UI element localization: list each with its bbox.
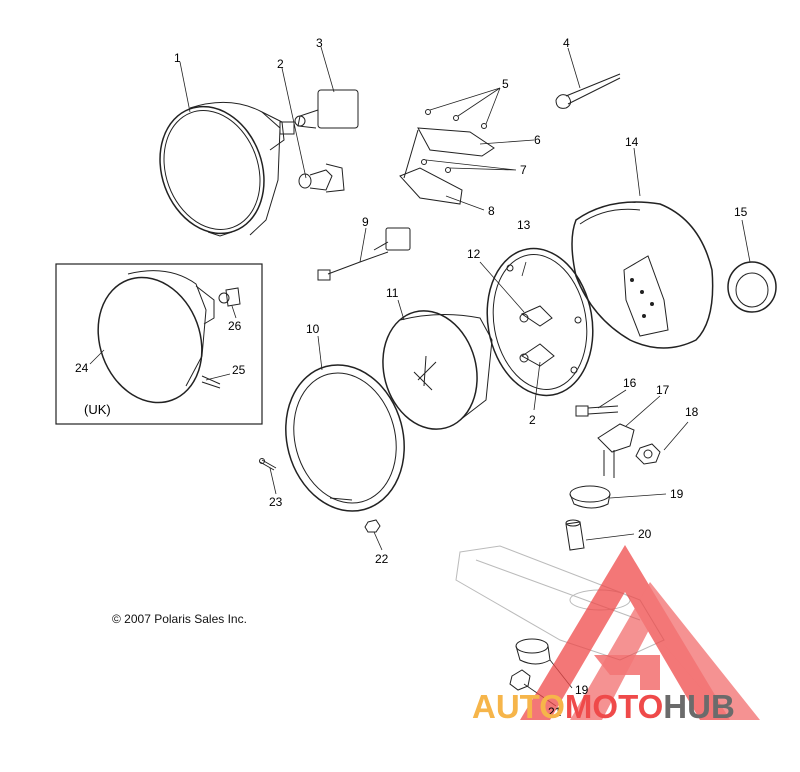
spring-clip-part-4 bbox=[555, 73, 621, 109]
nut-part-22 bbox=[364, 519, 381, 533]
callout-20: 20 bbox=[638, 527, 652, 541]
watermark-logo bbox=[520, 545, 760, 720]
callout-8: 8 bbox=[488, 204, 495, 218]
callout-24: 24 bbox=[75, 361, 89, 375]
callout-13: 13 bbox=[517, 218, 531, 232]
callout-1: 1 bbox=[174, 51, 181, 65]
bulbs-part-12 bbox=[519, 305, 555, 367]
callout-4: 4 bbox=[563, 36, 570, 50]
nut-part-21 bbox=[509, 669, 531, 691]
watermark-part-auto: AUTO bbox=[472, 688, 565, 725]
callout-9: 9 bbox=[362, 215, 369, 229]
switch-bracket-parts-5-8 bbox=[399, 109, 495, 205]
callout-23: 23 bbox=[269, 495, 283, 509]
leader-lines bbox=[89, 46, 751, 707]
bolt-part-16 bbox=[575, 405, 619, 417]
uk-inset-box bbox=[55, 263, 263, 425]
callout-18: 18 bbox=[685, 405, 699, 419]
callout-25: 25 bbox=[232, 363, 246, 377]
watermark-part-moto: MOTO bbox=[564, 688, 664, 725]
headlamp-housing-part-14 bbox=[571, 201, 714, 349]
watermark-wordmark: AUTOMOTOHUB bbox=[472, 688, 735, 726]
callout-2-lower: 2 bbox=[529, 413, 536, 427]
callout-19-lower: 19 bbox=[575, 683, 589, 697]
mounting-ring-part-13 bbox=[486, 247, 594, 397]
grommet-part-15 bbox=[727, 261, 777, 313]
callout-3: 3 bbox=[316, 36, 323, 50]
watermark-part-hub: HUB bbox=[663, 688, 735, 725]
uk-inset-label: (UK) bbox=[84, 402, 111, 417]
callout-11: 11 bbox=[386, 286, 399, 300]
callout-15: 15 bbox=[734, 205, 748, 219]
screw-part-23 bbox=[259, 458, 277, 471]
sealed-beam-part-11 bbox=[382, 310, 493, 430]
callout-26: 26 bbox=[228, 319, 242, 333]
callout-22: 22 bbox=[375, 552, 389, 566]
nut-part-18 bbox=[635, 443, 661, 465]
callout-numbers: 1 2 3 4 5 6 7 8 9 10 11 12 13 14 15 16 1… bbox=[75, 36, 748, 719]
callout-6: 6 bbox=[534, 133, 541, 147]
bulb-socket-part-3 bbox=[294, 89, 359, 129]
callout-5: 5 bbox=[502, 77, 509, 91]
callout-21: 21 bbox=[548, 705, 562, 719]
callout-17: 17 bbox=[656, 383, 670, 397]
callout-7: 7 bbox=[520, 163, 527, 177]
headlamp-assembly-part-1 bbox=[159, 101, 295, 237]
callout-14: 14 bbox=[625, 135, 639, 149]
callout-10: 10 bbox=[306, 322, 320, 336]
callout-19-upper: 19 bbox=[670, 487, 684, 501]
bushing-part-19-upper bbox=[569, 485, 611, 509]
callout-2-upper: 2 bbox=[277, 57, 284, 71]
callout-16: 16 bbox=[623, 376, 637, 390]
bushing-part-19-lower bbox=[515, 638, 551, 665]
sleeve-part-20 bbox=[565, 519, 585, 551]
wire-harness-part-9 bbox=[317, 227, 411, 281]
copyright-notice: © 2007 Polaris Sales Inc. bbox=[112, 612, 247, 626]
trim-ring-part-10 bbox=[285, 364, 405, 512]
mount-bracket-part-17 bbox=[597, 423, 635, 478]
callout-12: 12 bbox=[467, 247, 481, 261]
